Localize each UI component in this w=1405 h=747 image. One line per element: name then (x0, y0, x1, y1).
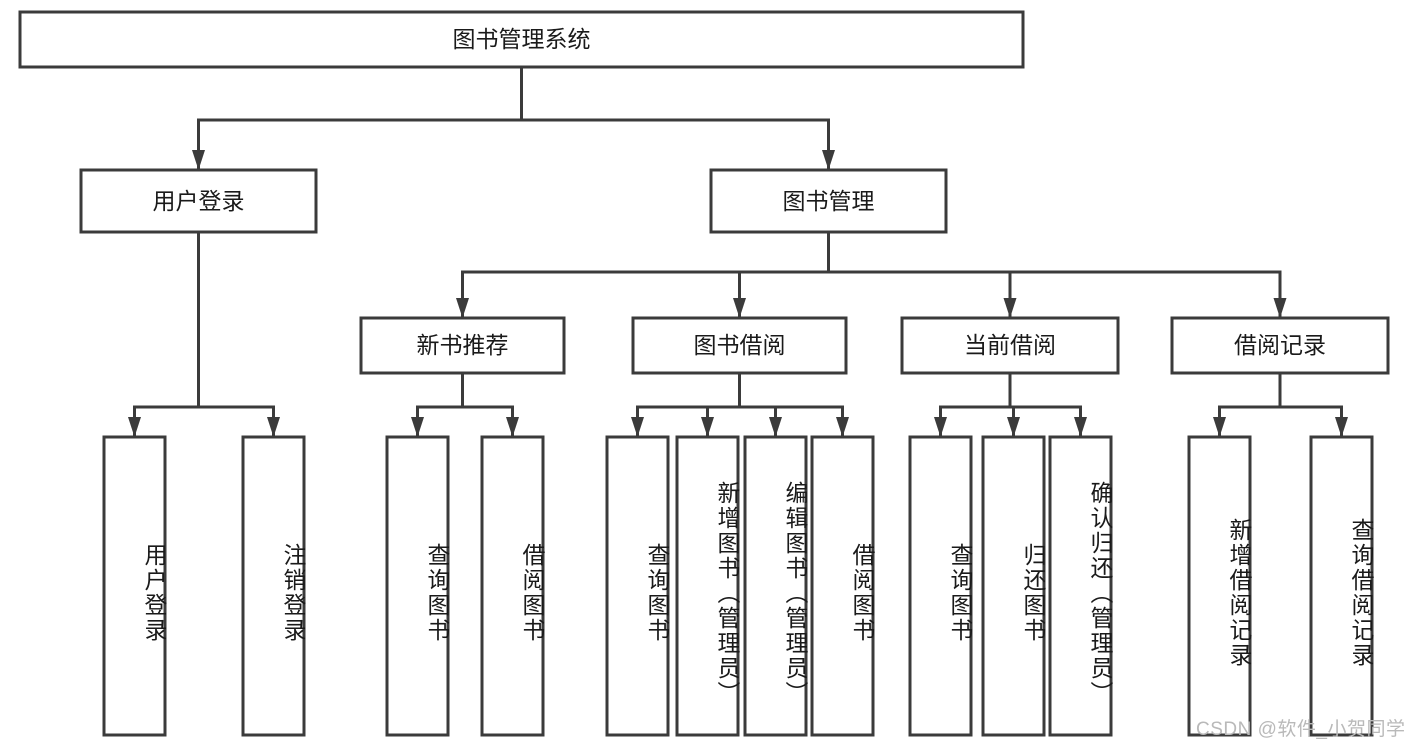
node-leaf-query-borrow-record[interactable] (1311, 437, 1372, 735)
node-leaf-confirm-return-admin[interactable] (1050, 437, 1111, 735)
node-user-login[interactable] (81, 170, 316, 232)
node-leaf-add-borrow-record[interactable] (1189, 437, 1250, 735)
edge-arrowhead (192, 150, 205, 170)
node-box-leaf-borrow-book-2[interactable] (810, 435, 875, 737)
node-box-leaf-query-book-2[interactable] (605, 435, 670, 737)
edge-arrowhead (631, 417, 644, 437)
node-box-leaf-borrow-book-1[interactable] (480, 435, 545, 737)
node-leaf-borrow-book-2[interactable] (812, 437, 873, 735)
edge-arrowhead (934, 417, 947, 437)
node-box-book-borrow[interactable] (631, 316, 848, 375)
node-box-leaf-user-login[interactable] (102, 435, 167, 737)
edge-arrowhead (769, 417, 782, 437)
edge-arrowhead (267, 417, 280, 437)
node-box-group (18, 10, 1390, 737)
node-box-current-borrow[interactable] (900, 316, 1120, 375)
edge-arrowhead (1273, 298, 1287, 318)
edge-arrowhead (1074, 417, 1087, 437)
edge-arrowhead (1003, 298, 1017, 318)
edge-arrowhead (836, 417, 849, 437)
node-box-leaf-add-borrow-record[interactable] (1187, 435, 1252, 737)
node-leaf-query-book-1[interactable] (387, 437, 448, 735)
node-new-book-recommend[interactable] (361, 318, 564, 373)
node-box-book-management[interactable] (709, 168, 948, 234)
edge-arrowhead (128, 417, 141, 437)
node-current-borrow[interactable] (902, 318, 1118, 373)
node-leaf-return-book[interactable] (983, 437, 1044, 735)
node-box-user-login[interactable] (79, 168, 318, 234)
node-box-leaf-query-book-3[interactable] (908, 435, 973, 737)
node-box-new-book-recommend[interactable] (359, 316, 566, 375)
node-leaf-edit-book-admin[interactable] (745, 437, 806, 735)
edge-arrowhead (701, 417, 714, 437)
edge-arrowhead (411, 417, 424, 437)
edge-arrowhead (456, 298, 469, 318)
edge-arrowhead (733, 298, 746, 318)
node-leaf-add-book-admin[interactable] (677, 437, 738, 735)
node-box-root[interactable] (18, 10, 1025, 69)
node-box-leaf-logout[interactable] (241, 435, 306, 737)
node-leaf-borrow-book-1[interactable] (482, 437, 543, 735)
node-box-leaf-return-book[interactable] (981, 435, 1046, 737)
node-box-leaf-add-book-admin[interactable] (675, 435, 740, 737)
node-box-leaf-confirm-return-admin[interactable] (1048, 435, 1113, 737)
node-box-borrow-record[interactable] (1170, 316, 1390, 375)
node-leaf-user-login[interactable] (104, 437, 165, 735)
node-box-leaf-edit-book-admin[interactable] (743, 435, 808, 737)
node-borrow-record[interactable] (1172, 318, 1388, 373)
node-leaf-logout[interactable] (243, 437, 304, 735)
node-leaf-query-book-3[interactable] (910, 437, 971, 735)
edge-group (128, 65, 1348, 439)
edge-arrowhead (822, 150, 835, 170)
edge-arrowhead (506, 417, 519, 437)
node-book-management[interactable] (711, 170, 946, 232)
node-box-leaf-query-book-1[interactable] (385, 435, 450, 737)
csdn-watermark: CSDN @软件_小贺同学 (1196, 719, 1405, 740)
node-root[interactable] (20, 12, 1023, 67)
edge-arrowhead (1007, 417, 1020, 437)
node-book-borrow[interactable] (633, 318, 846, 373)
node-leaf-query-book-2[interactable] (607, 437, 668, 735)
edge-arrowhead (1213, 417, 1226, 437)
edge-arrowhead (1335, 417, 1348, 437)
node-box-leaf-query-borrow-record[interactable] (1309, 435, 1374, 737)
